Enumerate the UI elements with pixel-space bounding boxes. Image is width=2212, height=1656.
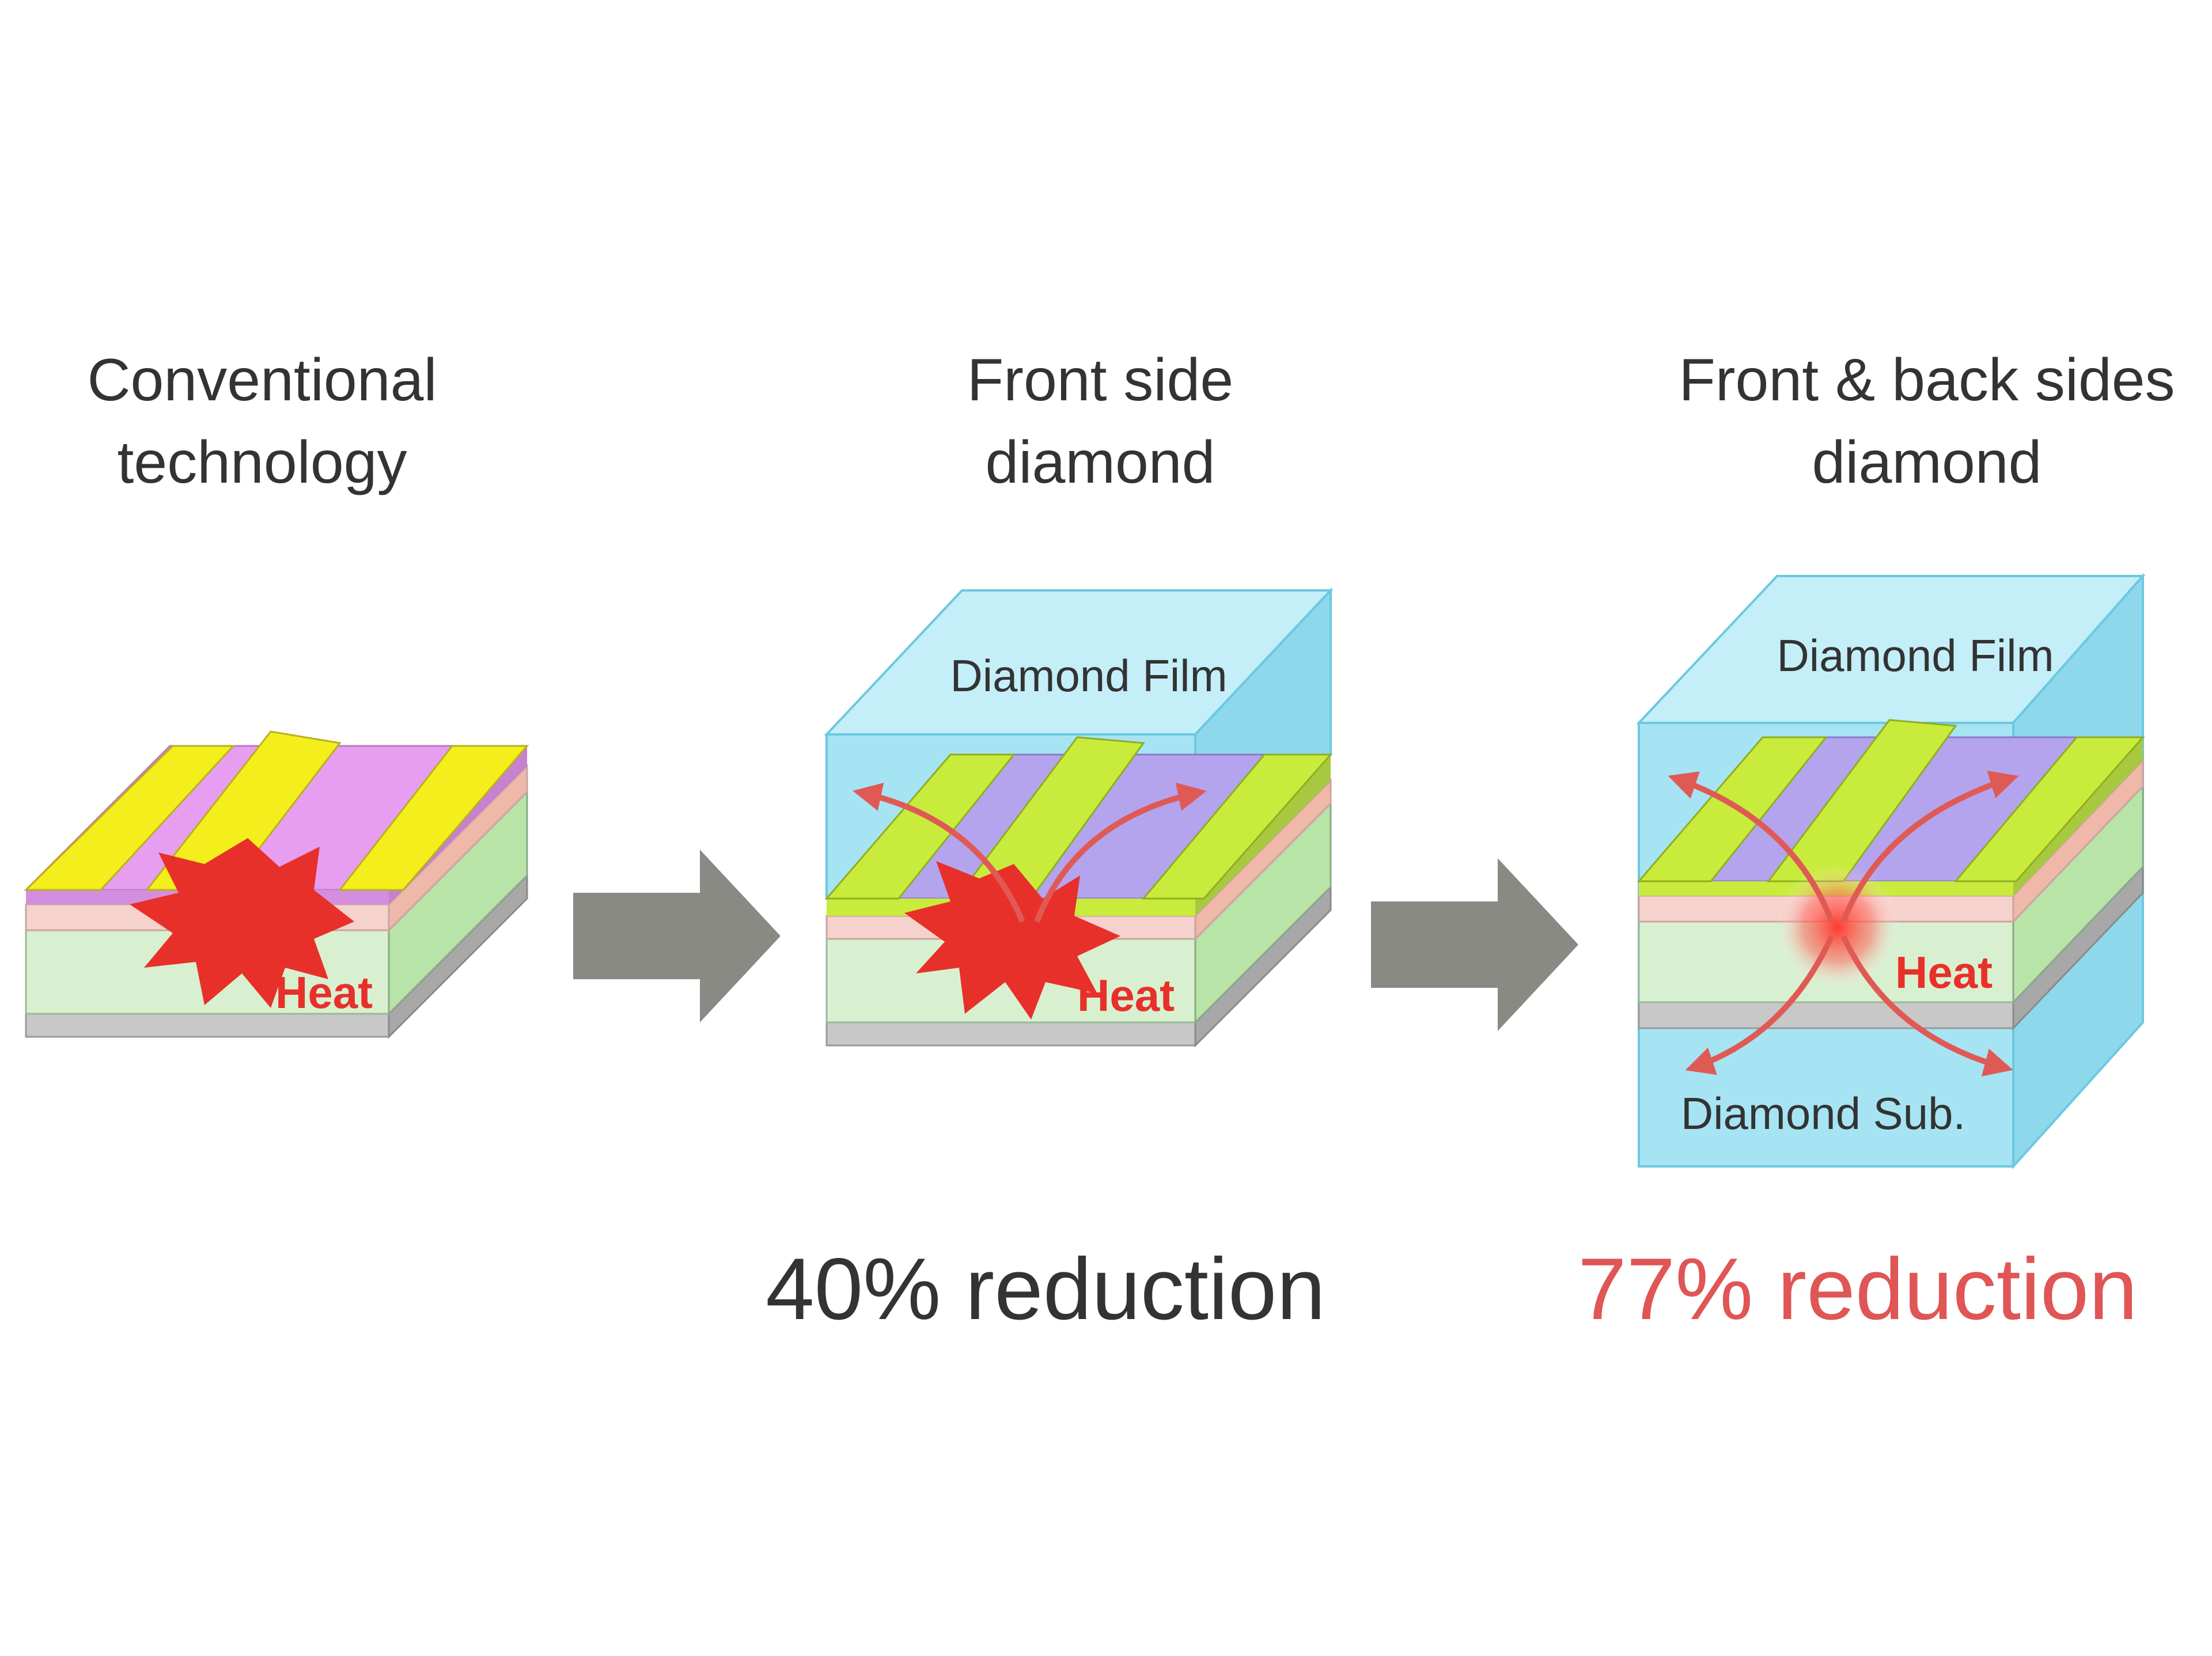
diamond-film-label: Diamond Film <box>950 650 1227 701</box>
diamond-film-label: Diamond Film <box>1777 630 2054 681</box>
barrier-layer-side <box>1194 778 1332 941</box>
electrode-stripe-1 <box>1637 736 1828 882</box>
heat-flow-arrow-down-left <box>1685 934 1835 1075</box>
transition-arrow-1 <box>573 850 781 1022</box>
panel-title-front-back-line-1: Front & back sides <box>1679 347 2175 414</box>
panel-title-conventional-line-1: Conventional <box>87 347 437 414</box>
heat-flow-arrow-up-right <box>1840 771 2019 923</box>
barrier-layer-side <box>2012 758 2144 924</box>
heat-flow-arrow-right <box>1034 782 1207 923</box>
panel-title-front-line-1: Front side <box>967 347 1233 414</box>
heat-burst <box>904 861 1120 1020</box>
electrode-stripe-1 <box>824 753 1016 900</box>
device-stack-conventional: Heat <box>24 730 529 1039</box>
panel-conventional: Conventional technology Heat <box>24 347 529 1039</box>
heat-flow-arrow-left <box>853 782 1025 923</box>
panel-title-front-back-line-2: diamond <box>1812 429 2042 496</box>
heat-label-conventional: Heat <box>275 967 373 1018</box>
panel-front-back-diamond: Front & back sides diamond <box>1636 347 2175 1170</box>
substrate-layer-front <box>1638 1001 2014 1029</box>
diamond-substrate-label: Diamond Sub. <box>1681 1088 1965 1139</box>
heat-label-front: Heat <box>1077 970 1175 1021</box>
electrode-stripe-1 <box>24 745 236 891</box>
electrode-stripe-3 <box>1953 736 2145 882</box>
transition-arrow-2 <box>1371 858 1578 1031</box>
electrode-stripe-3 <box>338 745 529 891</box>
electrode-stripe-3 <box>1141 753 1333 900</box>
heat-glow <box>1774 864 1901 991</box>
heat-label-front-back: Heat <box>1895 947 1993 998</box>
device-stack-front-back: Heat Diamond Film Diamond Sub. <box>1636 573 2146 1170</box>
heat-burst <box>130 838 354 1008</box>
substrate-layer-front <box>825 1021 1196 1047</box>
panel-title-front-line-2: diamond <box>986 429 1215 496</box>
panel-front-side-diamond: Front side diamond He <box>824 347 1334 1048</box>
device-stack-front: Heat Diamond Film <box>824 587 1334 1048</box>
panel-title-conventional-line-2: technology <box>117 429 407 496</box>
reduction-text-front-back: 77% reduction <box>1578 1240 2138 1338</box>
reduction-text-front: 40% reduction <box>766 1240 1325 1338</box>
channel-top-side-edge <box>2013 737 2143 896</box>
heat-flow-arrow-down-right <box>1840 934 2013 1077</box>
channel-top-side-edge <box>1195 755 1331 916</box>
heat-flow-arrow-up-left <box>1668 771 1835 923</box>
